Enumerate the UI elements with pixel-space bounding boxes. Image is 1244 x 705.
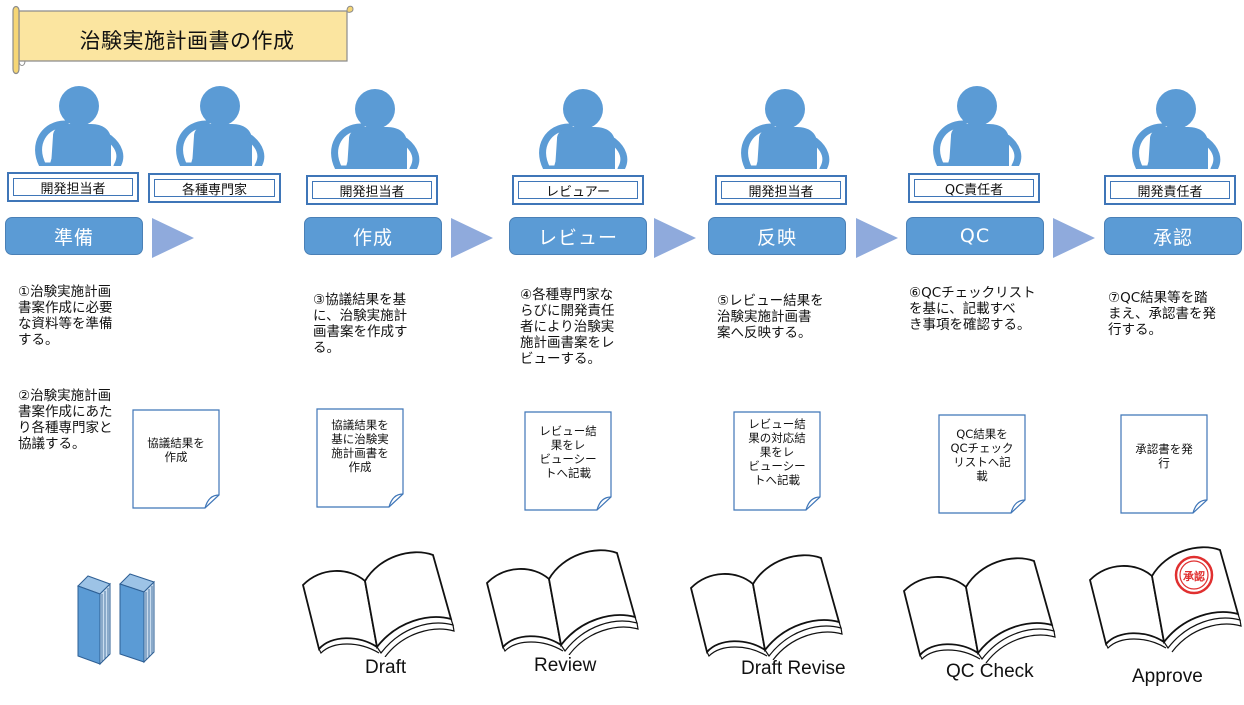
description-step-5: ⑤レビュー結果を 治験実施計画書 案へ反映する。 — [717, 293, 824, 341]
document-icon: 協議結果を 基に治験実 施計画書を 作成 — [316, 408, 404, 508]
open-book-icon — [302, 551, 455, 657]
role-box: 開発担当者 — [715, 175, 847, 205]
document-icon: 承認書を発 行 — [1120, 414, 1208, 514]
role-label: 各種専門家 — [181, 182, 247, 198]
seal-icon — [1174, 555, 1214, 595]
arrow-right-icon — [856, 218, 898, 258]
book-label-qc-check: QC Check — [946, 661, 1034, 682]
book-label-approve: Approve — [1132, 666, 1203, 687]
role-label: レビュアー — [546, 184, 610, 200]
stage-creation: 作成 — [304, 217, 442, 255]
document-icon: レビュー結 果をレ ビューシー トへ記載 — [524, 411, 612, 511]
person-icon — [35, 86, 124, 166]
role-box: 開発担当者 — [7, 172, 139, 202]
person-icon — [176, 86, 265, 166]
document-icon: QC結果を QCチェック リストへ記 載 — [938, 414, 1026, 514]
description-step-3: ③協議結果を基 に、治験実施計 画書案を作成す る。 — [313, 292, 408, 356]
open-book-icon — [903, 557, 1056, 663]
document-text: 協議結果を 基に治験実 施計画書を 作成 — [331, 418, 389, 474]
role-label: QC責任者 — [944, 182, 1004, 198]
approved-book-icon: 承認 — [1089, 546, 1242, 653]
stage-reflect: 反映 — [708, 217, 846, 255]
open-book-icon — [690, 554, 843, 660]
binder-files-icon — [77, 573, 155, 666]
description-step-1: ①治験実施計画 書案作成に必要 な資料等を準備 する。 — [18, 284, 113, 348]
arrow-right-icon — [152, 218, 194, 258]
person-icon — [331, 89, 420, 169]
role-box: 開発担当者 — [306, 175, 438, 205]
stage-approval: 承認 — [1104, 217, 1242, 255]
person-icon — [933, 86, 1022, 166]
book-label-draft-revise: Draft Revise — [741, 658, 846, 679]
arrow-right-icon — [451, 218, 493, 258]
arrow-right-icon — [654, 218, 696, 258]
page-title: 治験実施計画書の作成 — [79, 29, 295, 53]
role-label: 開発担当者 — [748, 184, 814, 200]
seal-text: 承認 — [1183, 569, 1205, 583]
person-icon — [741, 89, 830, 169]
role-label: 開発担当者 — [339, 184, 405, 200]
document-text: レビュー結 果の対応結 果をレ ビューシー トへ記載 — [748, 417, 806, 487]
role-box: レビュアー — [512, 175, 644, 205]
book-label-draft: Draft — [365, 657, 407, 678]
stage-review: レビュー — [509, 217, 647, 255]
description-step-4: ④各種専門家な らびに開発責任 者により治験実 施計画書案をレ ビューする。 — [520, 287, 615, 367]
arrow-right-icon — [1053, 218, 1095, 258]
description-step-2: ②治験実施計画 書案作成にあた り各種専門家と 協議する。 — [18, 388, 113, 452]
role-label: 開発担当者 — [40, 181, 106, 197]
role-box: 開発責任者 — [1104, 175, 1236, 205]
stage-preparation: 準備 — [5, 217, 143, 255]
role-label: 開発責任者 — [1137, 184, 1203, 200]
document-text: 承認書を発 行 — [1135, 442, 1193, 470]
open-book-icon — [486, 549, 639, 655]
document-text: 協議結果を 作成 — [147, 436, 205, 464]
stage-qc: QC — [906, 217, 1044, 255]
role-box: QC責任者 — [908, 173, 1040, 203]
description-step-6: ⑥QCチェックリスト を基に、記載すべ き事項を確認する。 — [909, 285, 1036, 333]
document-icon: レビュー結 果の対応結 果をレ ビューシー トへ記載 — [733, 411, 821, 511]
document-text: QC結果を QCチェック リストへ記 載 — [950, 427, 1014, 483]
role-box: 各種専門家 — [148, 173, 281, 203]
person-icon — [1132, 89, 1221, 169]
document-icon: 協議結果を 作成 — [132, 409, 220, 509]
title-banner: 治験実施計画書の作成 — [5, 3, 355, 75]
document-text: レビュー結 果をレ ビューシー トへ記載 — [539, 424, 597, 480]
person-icon — [539, 89, 628, 169]
description-step-7: ⑦QC結果等を踏 まえ、承認書を発 行する。 — [1108, 290, 1216, 338]
book-label-review: Review — [534, 655, 597, 676]
